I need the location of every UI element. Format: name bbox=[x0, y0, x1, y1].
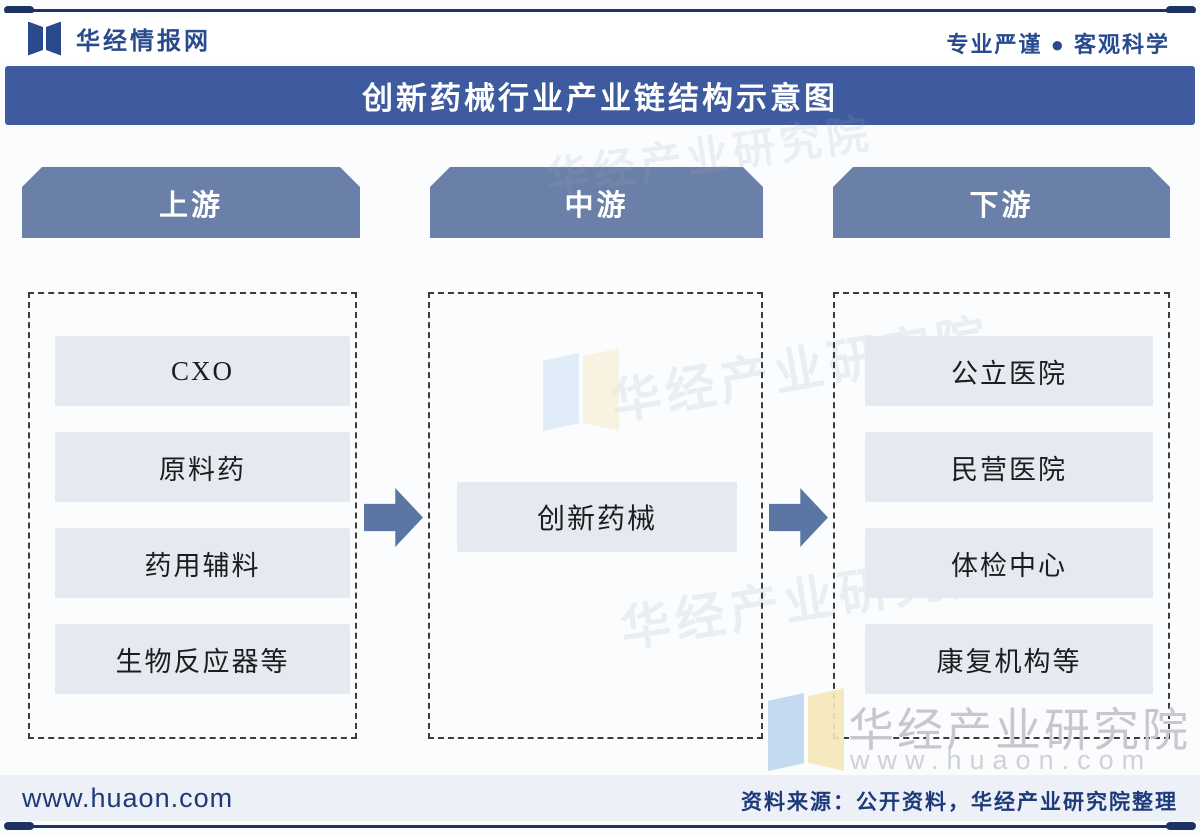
brand-header: 华经情报网 专业严谨 ● 客观科学 bbox=[0, 13, 1200, 63]
column-header-midstream: 中游 bbox=[430, 167, 763, 238]
column-header-downstream: 下游 bbox=[833, 167, 1170, 238]
downstream-group-box bbox=[833, 292, 1170, 739]
bottom-divider-line bbox=[4, 822, 1196, 830]
title-bar: 创新药械行业产业链结构示意图 bbox=[5, 66, 1195, 125]
upstream-item: 原料药 bbox=[55, 432, 350, 502]
downstream-item: 公立医院 bbox=[865, 336, 1153, 406]
top-divider-line bbox=[4, 6, 1196, 14]
column-header-upstream: 上游 bbox=[22, 167, 360, 238]
downstream-item: 民营医院 bbox=[865, 432, 1153, 502]
footer-source-note: 资料来源：公开资料，华经产业研究院整理 bbox=[741, 791, 1178, 814]
brand-name: 华经情报网 bbox=[76, 28, 211, 55]
upstream-item: CXO bbox=[55, 336, 350, 406]
footer: www.huaon.com 资料来源：公开资料，华经产业研究院整理 bbox=[0, 775, 1200, 821]
midstream-item: 创新药械 bbox=[457, 482, 737, 552]
flow-arrow-upstream-to-midstream-icon bbox=[364, 488, 423, 547]
midstream-group-box bbox=[428, 292, 763, 739]
upstream-group-box bbox=[28, 292, 357, 739]
flow-arrow-midstream-to-downstream-icon bbox=[769, 488, 828, 547]
column-header-label: 中游 bbox=[564, 189, 629, 222]
page-title: 创新药械行业产业链结构示意图 bbox=[362, 81, 838, 116]
footer-website: www.huaon.com bbox=[22, 783, 234, 813]
downstream-item: 体检中心 bbox=[865, 528, 1153, 598]
brand-slogan: 专业严谨 ● 客观科学 bbox=[946, 32, 1170, 57]
brand-logo-icon bbox=[28, 21, 64, 56]
watermark-site: www.huaon.com bbox=[850, 745, 1153, 775]
column-header-label: 下游 bbox=[969, 189, 1034, 222]
downstream-item: 康复机构等 bbox=[865, 624, 1153, 694]
upstream-item: 药用辅料 bbox=[55, 528, 350, 598]
brand: 华经情报网 bbox=[28, 21, 211, 56]
upstream-item: 生物反应器等 bbox=[55, 624, 350, 694]
column-header-label: 上游 bbox=[158, 189, 223, 222]
